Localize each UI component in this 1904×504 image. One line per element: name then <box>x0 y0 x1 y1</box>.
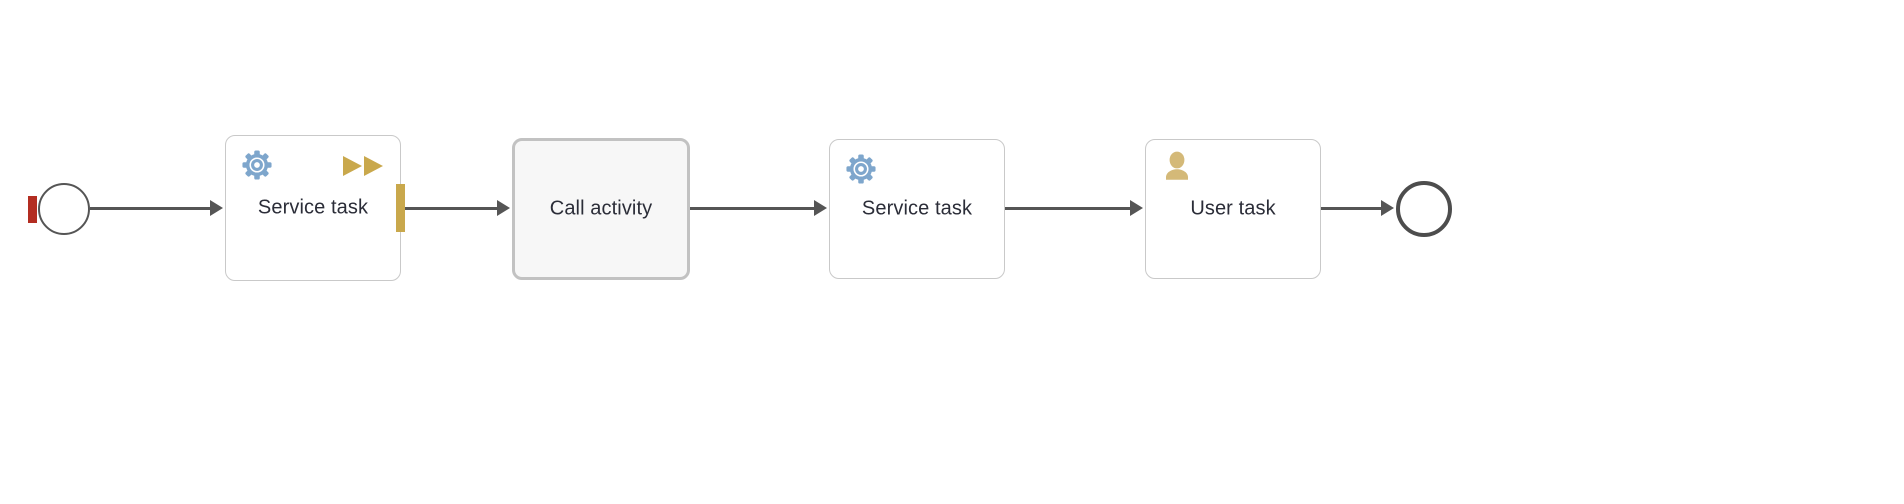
sequence-flow-3[interactable] <box>690 207 816 210</box>
end-event[interactable] <box>1396 181 1452 237</box>
service-task-2[interactable]: Service task <box>829 139 1005 279</box>
sequence-flow-3-arrowhead <box>814 200 827 216</box>
gear-icon <box>844 152 878 186</box>
start-event-marker-icon <box>28 196 37 223</box>
sequence-flow-1-arrowhead <box>210 200 223 216</box>
call-activity[interactable]: Call activity <box>512 138 690 280</box>
user-task-label: User task <box>1190 197 1276 220</box>
sequence-flow-5-arrowhead <box>1381 200 1394 216</box>
multi-instance-sequential-icon <box>342 152 386 180</box>
start-event[interactable] <box>38 183 90 235</box>
sequence-flow-1[interactable] <box>90 207 212 210</box>
sequence-flow-5[interactable] <box>1321 207 1383 210</box>
user-task[interactable]: User task <box>1145 139 1321 279</box>
sequence-flow-2[interactable] <box>401 207 499 210</box>
gear-icon <box>240 148 274 182</box>
service-task-1-label: Service task <box>257 196 369 219</box>
sequence-flow-4-arrowhead <box>1130 200 1143 216</box>
sequence-flow-2-arrowhead <box>497 200 510 216</box>
service-task-2-label: Service task <box>861 197 973 220</box>
sequence-flow-4[interactable] <box>1005 207 1132 210</box>
call-activity-label: Call activity <box>549 197 653 220</box>
service-task-1[interactable]: Service task <box>225 135 401 281</box>
user-icon <box>1162 150 1192 182</box>
service-task-1-edge-bar <box>396 184 405 232</box>
